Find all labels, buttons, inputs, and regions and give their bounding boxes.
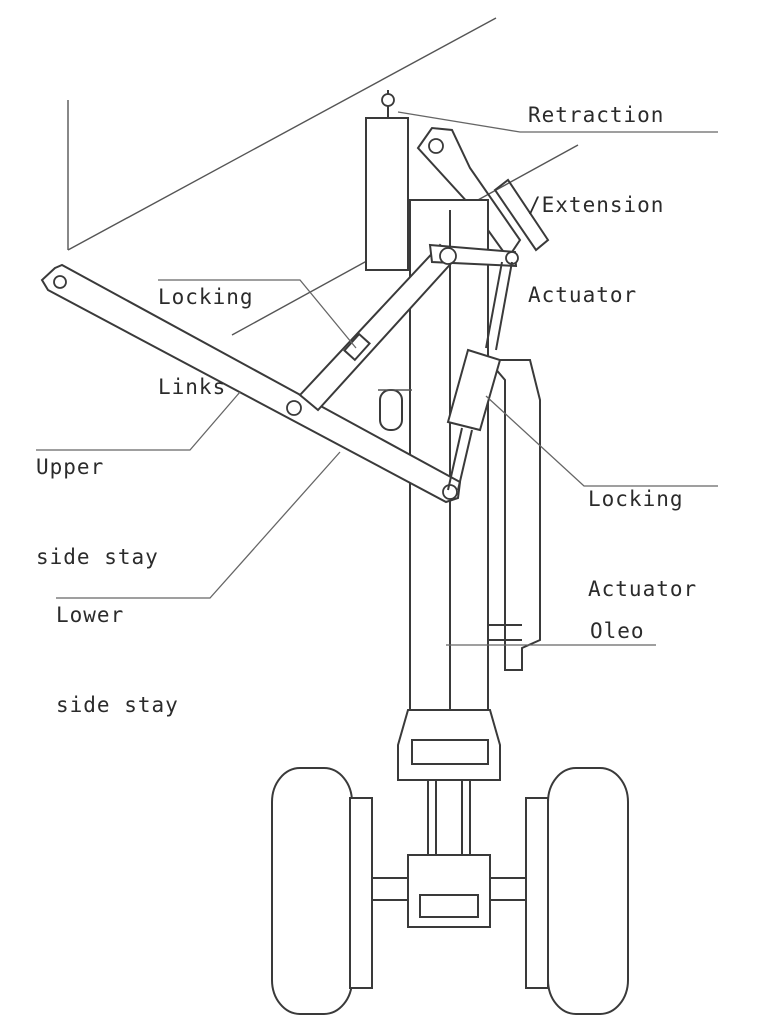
- left-wheel-tire: [271, 767, 353, 1015]
- label-retraction-line-2: /Extension: [528, 193, 665, 217]
- label-locking-links-line-2: Links: [158, 375, 227, 399]
- label-locking-actuator-line-1: Locking: [588, 487, 684, 511]
- upper-link-arm: [493, 178, 550, 252]
- locking-actuator-lower-rod-2: [457, 429, 473, 491]
- locking-actuator-leader: [485, 395, 718, 487]
- side-stay-top-pin: [53, 275, 67, 289]
- oleo-body: [485, 359, 541, 671]
- label-upper-side-stay-line-2: side stay: [36, 545, 159, 569]
- label-locking-links: Locking Links: [158, 222, 254, 462]
- strut-pivot-slot: [379, 389, 403, 431]
- left-wheel-hub: [349, 797, 373, 989]
- label-lower-side-stay-line-2: side stay: [56, 693, 179, 717]
- side-stay-middle-pin: [286, 400, 302, 416]
- label-retraction-line-3: Actuator: [528, 283, 638, 307]
- top-mount-pin: [428, 138, 444, 154]
- locking-links-leader: [158, 279, 357, 349]
- axle-housing-inner: [419, 894, 479, 918]
- retraction-actuator-cylinder: [365, 117, 409, 271]
- label-retraction-actuator: Retraction /Extension Actuator: [528, 40, 664, 370]
- right-wheel-hub: [525, 797, 549, 989]
- locking-actuator-lower-rod: [447, 427, 463, 491]
- label-locking-actuator: Locking Actuator: [588, 424, 697, 664]
- label-upper-side-stay-line-1: Upper: [36, 455, 105, 479]
- locking-link-pivot: [439, 247, 457, 265]
- lower-side-stay-leader: [56, 451, 341, 599]
- right-wheel-tire: [547, 767, 629, 1015]
- label-upper-side-stay: Upper side stay: [36, 392, 159, 632]
- upper-side-stay-leader: [36, 391, 241, 451]
- lower-side-stay-bar: [40, 263, 462, 504]
- locking-actuator-rod-2: [485, 261, 503, 349]
- label-retraction-line-1: Retraction: [528, 103, 665, 127]
- locking-actuator-rod: [495, 261, 513, 351]
- retraction-actuator-leader: [397, 111, 718, 133]
- label-lower-side-stay-line-1: Lower: [56, 603, 125, 627]
- strut-collar: [411, 739, 489, 765]
- locking-actuator-body: [446, 348, 502, 432]
- structure-diagonal-line: [67, 17, 497, 251]
- side-stay-bottom-pin: [442, 484, 458, 500]
- label-oleo: Oleo: [590, 619, 645, 643]
- label-locking-links-line-1: Locking: [158, 285, 254, 309]
- retraction-actuator-pin: [381, 93, 395, 107]
- label-locking-actuator-line-2: Actuator: [588, 577, 698, 601]
- label-lower-side-stay: Lower side stay: [56, 540, 179, 780]
